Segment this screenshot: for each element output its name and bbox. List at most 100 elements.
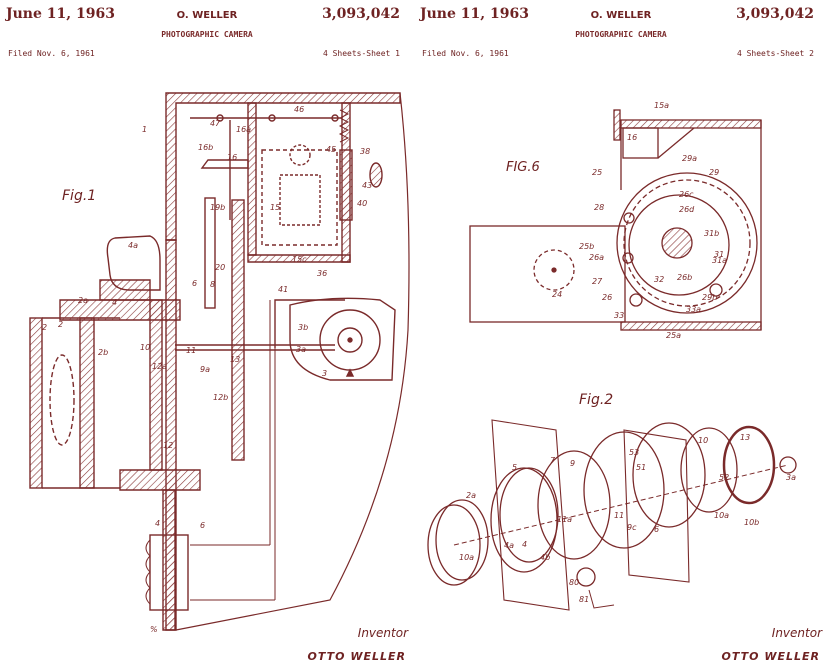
patent-date: June 11, 1963 [420, 6, 529, 22]
inventor-name: OTTO WELLER [307, 650, 406, 663]
svg-text:15c: 15c [292, 255, 307, 264]
svg-text:27: 27 [592, 277, 603, 286]
patent-title: PHOTOGRAPHIC CAMERA [161, 30, 253, 39]
svg-text:43: 43 [362, 181, 372, 190]
svg-text:9a: 9a [200, 365, 210, 374]
filed-date: Filed Nov. 6, 1961 [422, 49, 509, 58]
svg-text:12a: 12a [152, 362, 167, 371]
svg-text:11: 11 [186, 346, 196, 355]
svg-text:47: 47 [210, 119, 221, 128]
svg-text:15a: 15a [654, 101, 669, 110]
svg-text:28: 28 [594, 203, 604, 212]
svg-text:29a: 29a [682, 154, 697, 163]
svg-text:9c: 9c [627, 523, 637, 532]
svg-text:31b: 31b [704, 229, 719, 238]
svg-text:26a: 26a [589, 253, 604, 262]
svg-text:3b: 3b [298, 323, 308, 332]
svg-text:2a: 2a [78, 296, 88, 305]
svg-text:29b: 29b [702, 293, 717, 302]
svg-text:16: 16 [227, 153, 237, 162]
svg-text:26: 26 [602, 293, 612, 302]
inventor-label: Inventor [357, 626, 408, 640]
svg-text:11: 11 [614, 511, 624, 520]
svg-text:5: 5 [512, 463, 517, 472]
svg-text:15: 15 [270, 203, 280, 212]
svg-text:4b: 4b [540, 553, 550, 562]
svg-text:4: 4 [522, 540, 527, 549]
svg-text:13: 13 [230, 355, 240, 364]
svg-text:25b: 25b [579, 242, 594, 251]
svg-text:4a: 4a [128, 241, 138, 250]
svg-text:13: 13 [740, 433, 750, 442]
svg-text:53: 53 [629, 448, 639, 457]
svg-text:8: 8 [210, 280, 215, 289]
patent-number: 3,093,042 [322, 6, 400, 22]
svg-text:45: 45 [326, 145, 336, 154]
svg-text:16a: 16a [236, 125, 251, 134]
svg-text:1: 1 [142, 125, 147, 134]
inventor-header: O. WELLER [176, 10, 238, 21]
svg-text:12b: 12b [213, 393, 228, 402]
svg-text:10a: 10a [714, 511, 729, 520]
svg-text:25: 25 [592, 168, 602, 177]
svg-text:16: 16 [627, 133, 637, 142]
svg-text:%: % [150, 625, 158, 634]
svg-text:4a: 4a [504, 541, 514, 550]
svg-text:3a: 3a [296, 345, 306, 354]
svg-text:20: 20 [215, 263, 225, 272]
svg-text:10a: 10a [459, 553, 474, 562]
svg-text:24: 24 [552, 290, 562, 299]
svg-text:31: 31 [714, 250, 724, 259]
svg-text:38: 38 [360, 147, 370, 156]
svg-text:33: 33 [614, 311, 624, 320]
svg-text:7: 7 [550, 456, 556, 465]
svg-text:25a: 25a [666, 331, 681, 340]
svg-text:32: 32 [654, 275, 664, 284]
svg-text:36: 36 [317, 269, 327, 278]
svg-text:41: 41 [278, 285, 288, 294]
svg-text:2: 2 [42, 323, 47, 332]
figure-label-fig1: Fig.1 [62, 188, 97, 204]
svg-text:4: 4 [112, 298, 117, 307]
svg-text:3a: 3a [786, 473, 796, 482]
svg-text:19b: 19b [210, 203, 225, 212]
svg-text:80: 80 [569, 578, 579, 587]
svg-text:26b: 26b [677, 273, 692, 282]
svg-text:6: 6 [200, 521, 205, 530]
svg-text:6: 6 [654, 525, 659, 534]
svg-text:46: 46 [294, 105, 304, 114]
fig6-and-fig2-drawings: 15a 16 25 29a 29 26c 26d 28 31b 25b 31 3… [427, 101, 797, 611]
svg-text:12: 12 [163, 441, 173, 450]
sheet-info: 4 Sheets-Sheet 2 [736, 49, 814, 58]
svg-text:9: 9 [570, 459, 575, 468]
fig6-shutter-mechanism: 15a 16 25 29a 29 26c 26d 28 31b 25b 31 3… [469, 101, 762, 340]
svg-text:4: 4 [155, 519, 160, 528]
svg-text:10: 10 [698, 436, 708, 445]
sheet-info: 4 Sheets-Sheet 1 [322, 49, 400, 58]
svg-text:2a: 2a [466, 491, 476, 500]
patent-date: June 11, 1963 [6, 6, 115, 22]
svg-text:31a: 31a [712, 256, 727, 265]
shutter-dial-housing [289, 297, 396, 381]
svg-text:81: 81 [579, 595, 589, 604]
svg-text:16b: 16b [198, 143, 213, 152]
svg-text:52: 52 [719, 473, 729, 482]
inventor-label: Inventor [771, 626, 822, 640]
svg-text:40: 40 [357, 199, 367, 208]
housing-wall [165, 92, 401, 241]
svg-text:6: 6 [192, 279, 197, 288]
svg-text:2b: 2b [98, 348, 108, 357]
svg-text:11a: 11a [557, 515, 572, 524]
svg-text:3: 3 [322, 369, 327, 378]
patent-title: PHOTOGRAPHIC CAMERA [575, 30, 667, 39]
fig1-camera-cross-section: 1 46 47 16a 16b 16 45 38 43 40 15 19b 20… [29, 92, 410, 634]
svg-text:2: 2 [58, 320, 63, 329]
svg-text:29: 29 [709, 168, 719, 177]
svg-text:33a: 33a [686, 305, 701, 314]
patent-number: 3,093,042 [736, 6, 814, 22]
svg-text:10b: 10b [744, 518, 759, 527]
svg-text:26c: 26c [679, 190, 694, 199]
inventor-header: O. WELLER [590, 10, 652, 21]
svg-text:10: 10 [140, 343, 150, 352]
figure-label-fig6: FIG.6 [506, 160, 540, 175]
